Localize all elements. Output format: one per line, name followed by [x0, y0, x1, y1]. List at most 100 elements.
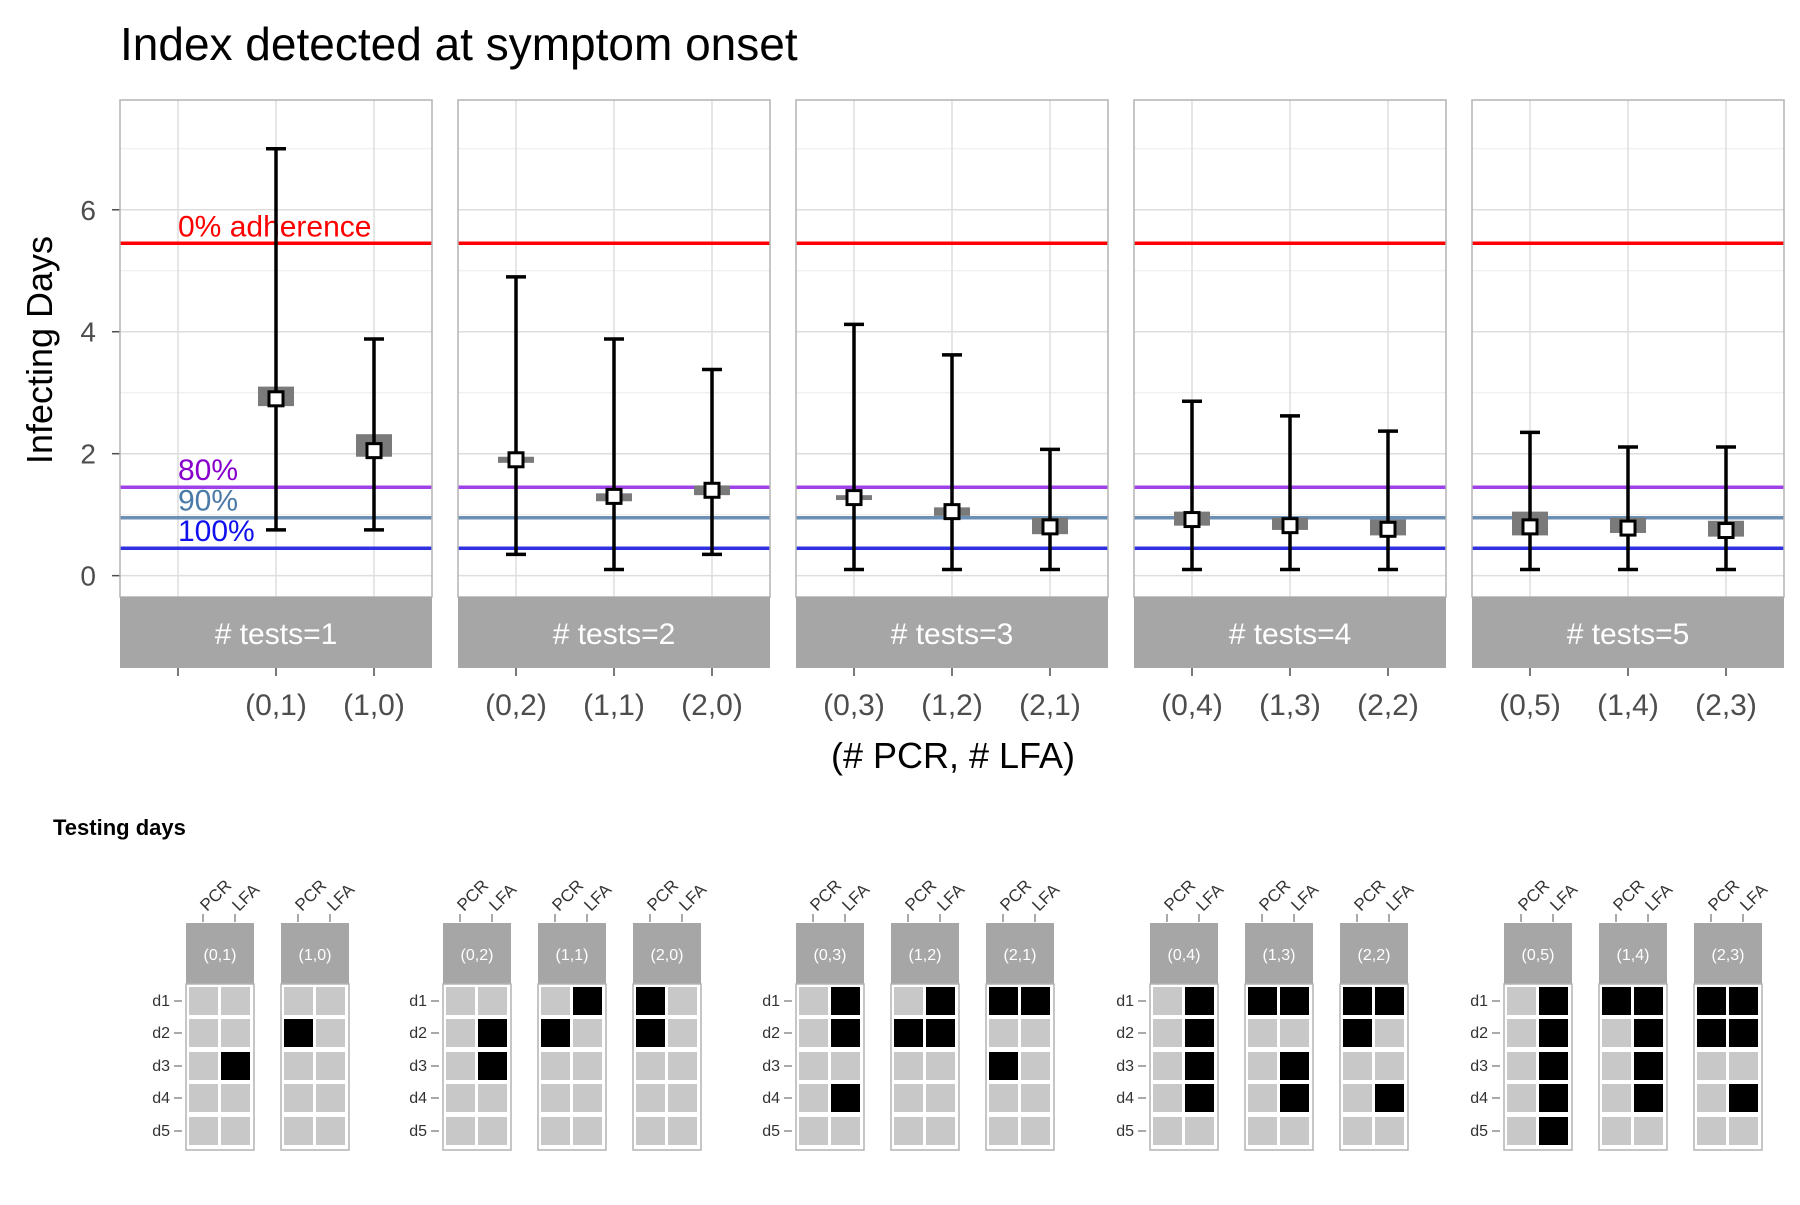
- test-cell-tested: [1280, 1052, 1309, 1080]
- test-cell-tested: [1021, 987, 1050, 1015]
- test-cell-empty: [799, 1084, 828, 1112]
- facet-strip: [1472, 597, 1784, 668]
- pattern-strip-label: (2,3): [1712, 947, 1745, 964]
- reference-label: 80%: [178, 454, 238, 487]
- x-tick-label: (1,1): [583, 689, 645, 722]
- test-cell-empty: [831, 1052, 860, 1080]
- pattern-strip: [891, 923, 959, 984]
- column-label: LFA: [1287, 880, 1322, 915]
- test-cell-empty: [799, 1019, 828, 1047]
- test-cell-tested: [1539, 1019, 1568, 1047]
- pattern-strip: [538, 923, 606, 984]
- row-label: d4: [1470, 1090, 1488, 1107]
- test-cell-empty: [189, 1117, 218, 1145]
- row-label: d2: [1470, 1025, 1488, 1042]
- test-cell-empty: [668, 1117, 697, 1145]
- column-label: LFA: [933, 880, 968, 915]
- test-cell-tested: [478, 1052, 507, 1080]
- facet-panel-4: # tests=4(0,4)(1,3)(2,2): [1133, 99, 1447, 722]
- test-cell-empty: [541, 1117, 570, 1145]
- test-cell-empty: [799, 987, 828, 1015]
- test-cell-empty: [989, 1084, 1018, 1112]
- test-cell-empty: [989, 1117, 1018, 1145]
- row-label: d3: [409, 1058, 427, 1075]
- row-label: d4: [409, 1090, 427, 1107]
- row-label: d3: [762, 1058, 780, 1075]
- test-cell-empty: [668, 1019, 697, 1047]
- median-point: [1521, 518, 1539, 536]
- pattern-border: [280, 983, 350, 1151]
- test-cell-tested: [1539, 1117, 1568, 1145]
- test-cell-empty: [221, 1117, 250, 1145]
- test-cell-tested: [894, 1019, 923, 1047]
- y-tick-label: 2: [80, 439, 96, 470]
- column-label: LFA: [1028, 880, 1063, 915]
- test-cell-empty: [316, 1117, 345, 1145]
- column-label: PCR: [1255, 876, 1294, 915]
- test-cell-tested: [1697, 1019, 1726, 1047]
- test-cell-empty: [831, 1117, 860, 1145]
- test-cell-empty: [316, 1084, 345, 1112]
- test-cell-empty: [926, 1084, 955, 1112]
- y-tick-label: 6: [80, 195, 96, 226]
- column-label: LFA: [1546, 880, 1581, 915]
- test-cell-empty: [668, 1052, 697, 1080]
- pattern-strip-label: (0,5): [1522, 947, 1555, 964]
- facet-strip-label: # tests=3: [891, 618, 1014, 651]
- facet-strip-label: # tests=5: [1567, 618, 1690, 651]
- row-label: d2: [762, 1025, 780, 1042]
- pattern-strip: [281, 923, 349, 984]
- column-label: LFA: [1641, 880, 1676, 915]
- test-cell-empty: [221, 1019, 250, 1047]
- row-label: d4: [152, 1090, 170, 1107]
- test-cell-tested: [831, 987, 860, 1015]
- pattern-strip: [1150, 923, 1218, 984]
- test-cell-empty: [1343, 1052, 1372, 1080]
- test-cell-empty: [446, 1019, 475, 1047]
- test-cell-empty: [1697, 1084, 1726, 1112]
- row-label: d2: [1116, 1025, 1134, 1042]
- test-cell-empty: [284, 1117, 313, 1145]
- x-axis-label: (# PCR, # LFA): [831, 735, 1075, 776]
- test-cell-empty: [189, 1052, 218, 1080]
- test-cell-empty: [1153, 987, 1182, 1015]
- test-cell-empty: [1248, 1019, 1277, 1047]
- test-cell-empty: [1602, 1084, 1631, 1112]
- median-point: [845, 489, 863, 507]
- x-tick-label: (0,1): [245, 689, 307, 722]
- test-cell-empty: [1153, 1052, 1182, 1080]
- test-cell-tested: [831, 1019, 860, 1047]
- test-cell-empty: [894, 1084, 923, 1112]
- test-cell-empty: [189, 1084, 218, 1112]
- x-tick-label: (1,4): [1597, 689, 1659, 722]
- column-label: LFA: [1736, 880, 1771, 915]
- column-label: PCR: [901, 876, 940, 915]
- test-cell-tested: [1185, 1052, 1214, 1080]
- facet-panel-5: # tests=5(0,5)(1,4)(2,3): [1471, 99, 1785, 722]
- test-cell-empty: [1507, 1084, 1536, 1112]
- test-cell-empty: [1375, 1052, 1404, 1080]
- test-cell-empty: [573, 1019, 602, 1047]
- pattern-border: [1149, 983, 1219, 1151]
- test-cell-tested: [989, 987, 1018, 1015]
- facet-strip: [120, 597, 432, 668]
- x-tick-label: (1,2): [921, 689, 983, 722]
- pattern-border: [1339, 983, 1409, 1151]
- test-cell-empty: [189, 1019, 218, 1047]
- test-cell-tested: [1539, 987, 1568, 1015]
- x-tick-label: (2,3): [1695, 689, 1757, 722]
- test-cell-empty: [541, 1084, 570, 1112]
- test-cell-empty: [1375, 1019, 1404, 1047]
- pattern-border: [1598, 983, 1668, 1151]
- row-label: d2: [409, 1025, 427, 1042]
- column-label: PCR: [548, 876, 587, 915]
- test-cell-empty: [636, 1084, 665, 1112]
- test-cell-empty: [926, 1117, 955, 1145]
- test-cell-empty: [221, 987, 250, 1015]
- pattern-border: [537, 983, 607, 1151]
- facet-panel-2: # tests=2(0,2)(1,1)(2,0): [457, 99, 771, 722]
- median-point: [1619, 519, 1637, 537]
